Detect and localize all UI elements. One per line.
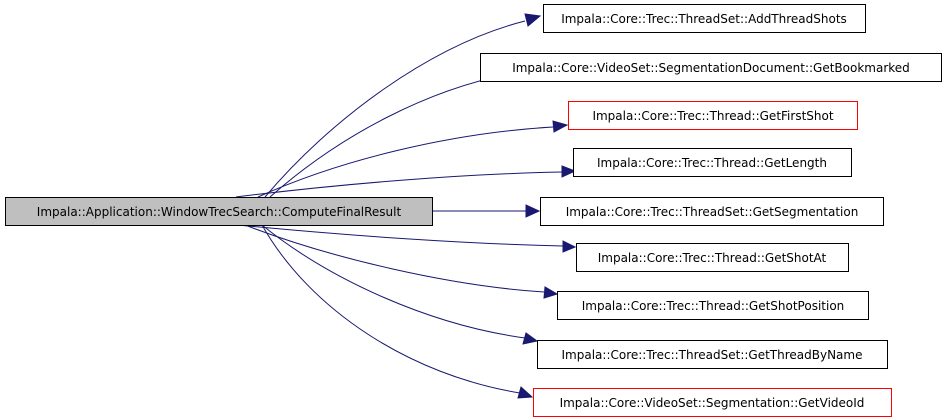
callee-box [557,291,869,320]
arrowhead [522,332,539,345]
arrowhead [562,240,577,253]
callee-box [573,148,852,177]
root-function-box [5,197,433,226]
root-function-label: Impala::Application::WindowTrecSearch::C… [37,205,402,219]
callee-node-get-bookmarked[interactable]: Impala::Core::VideoSet::SegmentationDocu… [480,53,942,82]
callee-label: Impala::Core::Trec::Thread::GetLength [597,156,827,170]
callee-node-get-length[interactable]: Impala::Core::Trec::Thread::GetLength [573,148,852,177]
root-function-node[interactable]: Impala::Application::WindowTrecSearch::C… [5,197,433,226]
callee-node-get-shot-at[interactable]: Impala::Core::Trec::Thread::GetShotAt [576,243,849,272]
arrowhead [524,13,542,27]
edge-add-thread-shots [264,20,526,198]
callee-node-get-segmentation[interactable]: Impala::Core::Trec::ThreadSet::GetSegmen… [540,197,884,226]
callee-box [568,101,858,130]
callee-box [576,243,849,272]
callee-node-get-video-id[interactable]: Impala::Core::VideoSet::Segmentation::Ge… [533,388,892,417]
callee-node-add-thread-shots[interactable]: Impala::Core::Trec::ThreadSet::AddThread… [543,4,866,33]
arrowhead [543,286,559,299]
callee-node-get-shot-position[interactable]: Impala::Core::Trec::Thread::GetShotPosit… [557,291,869,320]
arrowhead [525,204,541,218]
edge-get-length [235,171,563,198]
callee-label: Impala::Core::Trec::ThreadSet::GetThread… [562,348,863,362]
edge-get-shot-position [244,224,545,293]
callee-box [537,340,888,369]
edge-get-first-shot [257,126,554,198]
callee-box [480,53,942,82]
callee-label: Impala::Core::Trec::ThreadSet::AddThread… [561,12,847,26]
arrowhead [552,120,569,133]
callee-label: Impala::Core::Trec::Thread::GetFirstShot [592,109,833,123]
callee-label: Impala::Core::Trec::Thread::GetShotPosit… [582,299,845,313]
edge-get-video-id [261,224,521,394]
callee-label: Impala::Core::VideoSet::SegmentationDocu… [512,61,910,75]
callee-node-get-first-shot[interactable]: Impala::Core::Trec::Thread::GetFirstShot [568,101,858,130]
arrowhead [561,165,577,178]
callee-nodes: Impala::Core::Trec::ThreadSet::AddThread… [480,4,942,417]
call-edges [235,20,564,394]
callee-label: Impala::Core::Trec::Thread::GetShotAt [598,251,827,265]
callee-label: Impala::Core::VideoSet::Segmentation::Ge… [560,396,865,410]
callee-box [543,4,866,33]
callee-label: Impala::Core::Trec::ThreadSet::GetSegmen… [566,205,859,219]
edge-get-shot-at [237,224,564,247]
edge-get-thread-by-name [261,224,526,339]
arrowhead [517,386,534,399]
callee-node-get-thread-by-name[interactable]: Impala::Core::Trec::ThreadSet::GetThread… [537,340,888,369]
callee-box [533,388,892,417]
callee-box [540,197,884,226]
